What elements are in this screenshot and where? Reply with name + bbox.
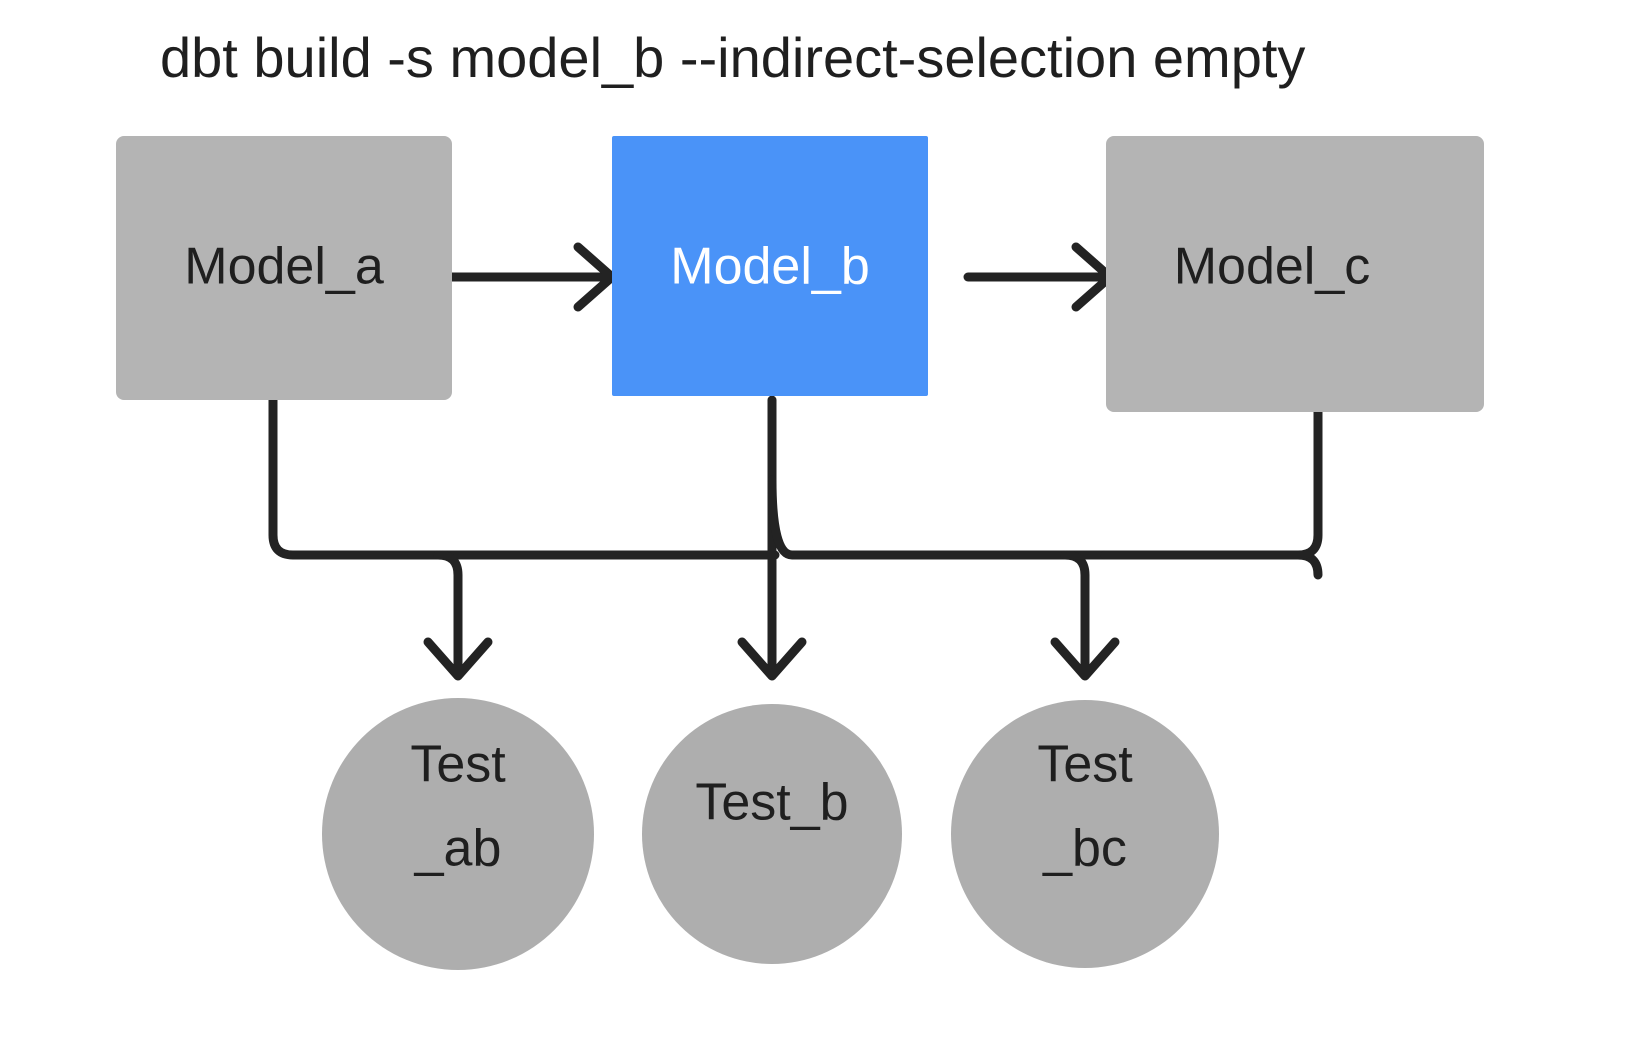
edge-model-c-to-test-bc <box>1100 407 1323 560</box>
edge-junction-to-test-ab <box>423 550 493 681</box>
node-test-bc-shape[interactable] <box>951 700 1219 968</box>
edge-line <box>1060 550 1090 677</box>
arrow-head-icon <box>1050 637 1120 681</box>
edge-model-b-bus <box>767 475 1323 580</box>
edge-model-b-to-test-b <box>737 395 807 681</box>
node-model-c-label: Model_c <box>1174 238 1371 296</box>
node-test-b[interactable]: Test_b <box>642 704 902 964</box>
edge-line <box>433 550 463 677</box>
edge-line-right <box>767 475 1323 580</box>
node-test-ab-label-line2: _ab <box>414 820 502 878</box>
node-model-a[interactable]: Model_a <box>116 136 452 400</box>
arrow-head-icon <box>737 637 807 681</box>
arrow-head-icon <box>423 637 493 681</box>
node-test-bc[interactable]: Test _bc <box>951 700 1219 968</box>
node-test-bc-label-line2: _bc <box>1042 820 1127 878</box>
node-model-b-shape[interactable] <box>612 136 928 396</box>
edge-junction-to-test-bc <box>1050 550 1120 681</box>
node-test-b-shape[interactable] <box>642 704 902 964</box>
node-model-a-shape[interactable] <box>116 136 452 400</box>
node-test-ab-shape[interactable] <box>322 698 594 970</box>
node-model-c-shape[interactable] <box>1106 136 1484 412</box>
edge-model-a-to-test-ab <box>268 395 780 560</box>
node-test-ab[interactable]: Test _ab <box>322 698 594 970</box>
edge-model-a-to-model-b <box>447 242 617 312</box>
edge-line <box>1100 407 1323 560</box>
node-test-ab-label-line1: Test <box>410 736 506 794</box>
edge-line <box>268 395 780 560</box>
node-model-a-label: Model_a <box>184 238 384 296</box>
node-model-b[interactable]: Model_b <box>612 136 928 396</box>
node-model-c[interactable]: Model_c <box>1106 136 1484 412</box>
node-model-b-label: Model_b <box>670 238 869 296</box>
node-test-b-label-line1: Test_b <box>695 774 848 832</box>
node-test-bc-label-line1: Test <box>1037 736 1133 794</box>
edge-model-b-to-model-c <box>963 242 1115 312</box>
diagram-title: dbt build -s model_b --indirect-selectio… <box>160 26 1305 89</box>
